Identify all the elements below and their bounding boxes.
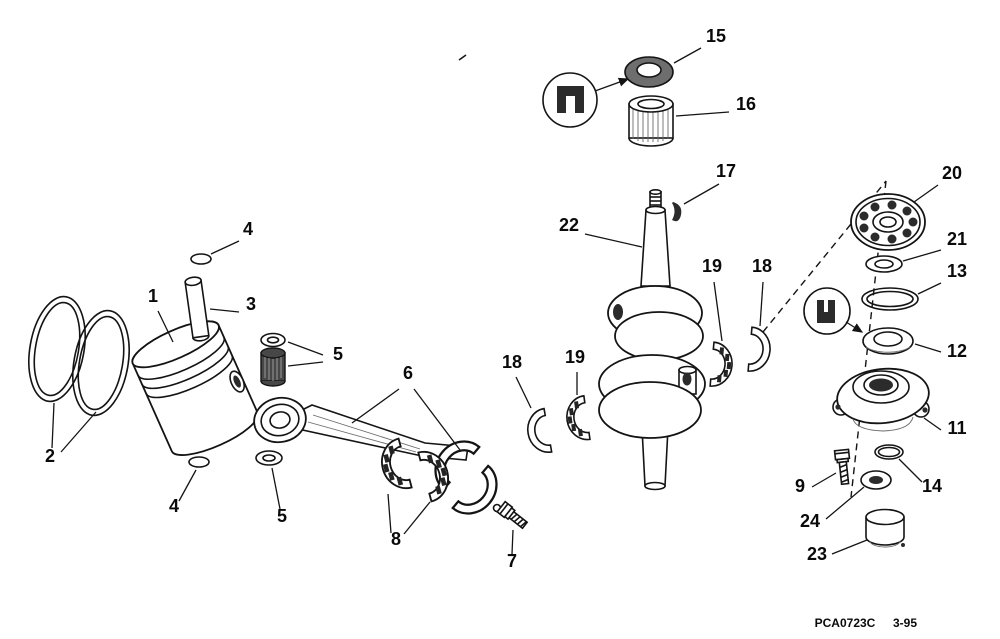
connecting-rod — [253, 396, 481, 491]
thrust-washer-upper — [260, 332, 286, 348]
bearing-shell-right — [747, 326, 773, 374]
o-ring-large — [861, 287, 919, 311]
callout-13: 13 — [947, 261, 967, 281]
callout-4-bottom: 4 — [169, 496, 179, 516]
tick-mark — [458, 54, 467, 61]
callout-2: 2 — [45, 446, 55, 466]
callout-8: 8 — [391, 529, 401, 549]
end-cap — [865, 508, 905, 548]
footer-part-code: PCA0723C — [815, 616, 876, 630]
rod-screw — [496, 500, 529, 530]
callout-23: 23 — [807, 544, 827, 564]
thrust-washer-lower — [255, 450, 283, 466]
callout-15: 15 — [706, 26, 726, 46]
callout-21: 21 — [947, 229, 967, 249]
crankshaft-seal — [624, 56, 674, 88]
callout-9: 9 — [795, 476, 805, 496]
seal-detail-inset-lower — [803, 287, 864, 335]
callout-18-left: 18 — [502, 352, 522, 372]
callout-4-top: 4 — [243, 219, 253, 239]
bearing-shell-left — [523, 407, 553, 457]
piston — [131, 320, 259, 456]
callout-16: 16 — [736, 94, 756, 114]
piston-pin — [184, 276, 210, 342]
callout-17: 17 — [716, 161, 736, 181]
piston-rings — [28, 295, 130, 417]
callout-24: 24 — [800, 511, 820, 531]
needle-bearing-cage — [260, 347, 286, 387]
callout-labels: 15 16 17 20 22 21 13 4 3 1 19 18 5 12 6 … — [45, 26, 967, 571]
callout-19-right: 19 — [702, 256, 722, 276]
center-needle-bearing — [628, 95, 674, 147]
bearing-cage-left — [564, 396, 590, 442]
callout-22: 22 — [559, 215, 579, 235]
callout-20: 20 — [942, 163, 962, 183]
callout-19-left: 19 — [565, 347, 585, 367]
crankshaft — [598, 189, 706, 491]
retaining-washer — [865, 255, 903, 273]
leader-lines — [51, 47, 942, 555]
bearing-cage-right — [710, 342, 734, 388]
callout-5-lower: 5 — [277, 506, 287, 526]
pin-retainer-bottom — [188, 456, 210, 468]
callout-11: 11 — [947, 418, 966, 438]
seal-profile-icon — [817, 300, 835, 323]
callout-6: 6 — [403, 363, 413, 383]
callout-12: 12 — [947, 341, 967, 361]
crankcase-head — [832, 367, 930, 432]
callout-5-upper: 5 — [333, 344, 343, 364]
rod-cap — [451, 464, 509, 526]
retainer-clip — [672, 202, 682, 222]
bottom-seal-ring — [860, 470, 892, 490]
callout-18-right: 18 — [752, 256, 772, 276]
callout-14: 14 — [922, 476, 942, 496]
seal-detail-inset — [542, 72, 630, 128]
footer-date-code: 3-95 — [893, 616, 917, 630]
seal-cross-section-icon — [557, 86, 584, 113]
callout-3: 3 — [246, 294, 256, 314]
lower-seal — [862, 327, 914, 355]
callout-1: 1 — [148, 286, 158, 306]
footer: PCA0723C 3-95 — [815, 616, 918, 630]
callout-7: 7 — [507, 551, 517, 571]
pin-retainer-top — [190, 253, 212, 265]
o-ring-small — [874, 444, 904, 460]
head-screw — [833, 448, 851, 486]
ball-bearing — [850, 193, 926, 251]
